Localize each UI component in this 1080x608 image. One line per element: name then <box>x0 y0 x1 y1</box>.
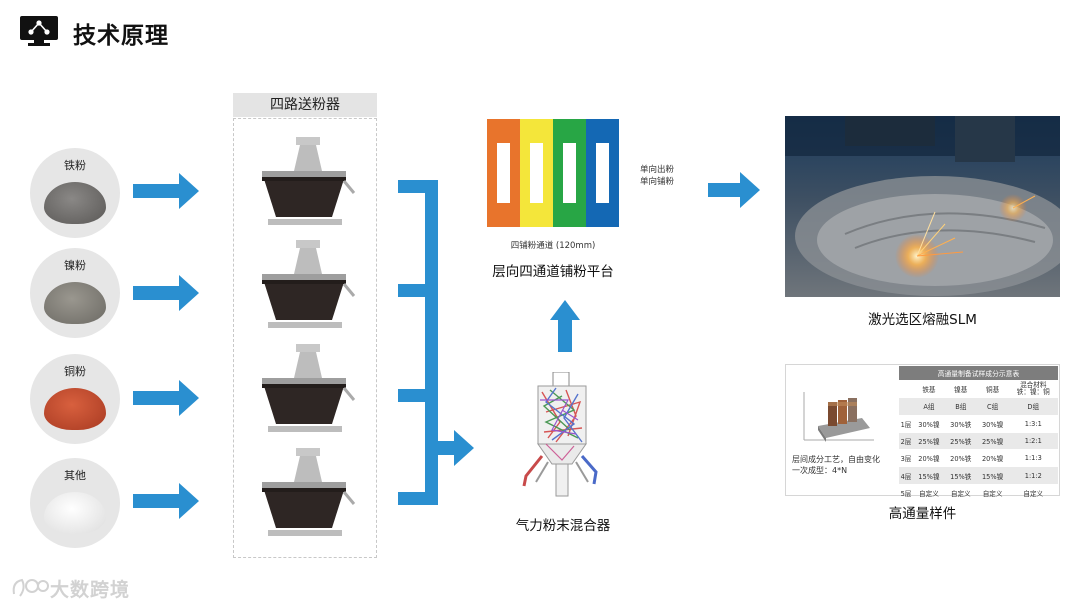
direction-note-line: 单向铺粉 <box>640 177 675 187</box>
table-cell: 自定义 <box>1008 484 1058 503</box>
powder-pile <box>44 182 106 224</box>
table-row: 5层 自定义 自定义 自定义 自定义 <box>899 484 1058 503</box>
table-cell: 自定义 <box>913 484 945 503</box>
table-cell: 2层 <box>899 432 913 451</box>
powder-label: 铁粉 <box>64 159 86 172</box>
watermark-text: 大数跨境 <box>50 579 131 601</box>
table-group-cell: B组 <box>944 397 977 416</box>
table-cell: 15%镍 <box>976 466 1009 485</box>
table-cell: 25%铁 <box>944 432 977 451</box>
table-header-cell: 铜基 <box>976 380 1009 399</box>
table-cell: 1层 <box>899 415 913 433</box>
table-header-cell: 镍基 <box>944 380 977 399</box>
table-cell: 30%铁 <box>944 415 977 433</box>
table-cell: 20%镍 <box>976 449 1009 468</box>
table-group-cell: D组 <box>1008 397 1058 416</box>
table-cell: 1:1:2 <box>1008 466 1058 485</box>
monitor-network-icon <box>20 16 58 46</box>
mixer-label: 气力粉末混合器 <box>515 518 611 534</box>
powder-feeder-hopper <box>262 137 356 225</box>
powder-nickel: 镍粉 <box>30 248 120 338</box>
table-cell: 15%镍 <box>913 466 945 485</box>
arrow-right-icon <box>133 275 199 311</box>
table-group-cell <box>899 397 913 416</box>
sample-photo <box>803 392 874 442</box>
direction-note: 单向出粉 单向铺粉 <box>640 164 674 188</box>
page-title: 技术原理 <box>73 23 169 49</box>
table-cell: 20%铁 <box>944 449 977 468</box>
powder-feeder-hopper <box>262 240 356 328</box>
direction-note-line: 单向出粉 <box>640 165 675 175</box>
table-cell: 5层 <box>899 484 913 503</box>
collector-bracket-arrow <box>398 180 474 505</box>
powder-copper: 铜粉 <box>30 354 120 444</box>
powder-pile <box>44 492 106 534</box>
channel-caption: 四铺粉通道 (120mm) <box>510 241 596 251</box>
pneumatic-mixer-graphic <box>522 372 598 497</box>
table-cell: 15%铁 <box>944 466 977 485</box>
powder-feeder-hopper <box>262 448 356 536</box>
table-cell: 30%镍 <box>976 415 1009 433</box>
composition-table: 高通量制备试样成分示意表 铁基 镍基 铜基 混合材料 铁：镍：铜 A组 B组 C… <box>899 366 1058 503</box>
sample-description: 层间成分工艺，自由变化 一次成型：4*N <box>792 454 898 476</box>
arrow-right-icon <box>133 173 199 209</box>
table-cell: 25%镍 <box>913 432 945 451</box>
slm-label: 激光选区熔融SLM <box>868 312 977 328</box>
sample-label: 高通量样件 <box>888 506 957 522</box>
table-cell: 4层 <box>899 466 913 485</box>
slm-process-photo <box>785 116 1060 297</box>
powder-label: 镍粉 <box>64 259 86 272</box>
table-row: 2层 25%镍 25%铁 25%镍 1:2:1 <box>899 432 1058 451</box>
table-row: 1层 30%镍 30%铁 30%镍 1:3:1 <box>899 415 1058 433</box>
powder-label: 其他 <box>64 469 86 482</box>
platform-label: 层向四通道铺粉平台 <box>492 264 614 280</box>
table-cell: 1:1:3 <box>1008 449 1058 468</box>
table-cell: 3层 <box>899 449 913 468</box>
powder-pile <box>44 388 106 430</box>
arrow-right-icon <box>708 172 760 208</box>
table-cell: 20%镍 <box>913 449 945 468</box>
feeder-title: 四路送粉器 <box>233 93 377 117</box>
table-header-cell: 混合材料 铁：镍：铜 <box>1008 380 1058 399</box>
sample-description-line: 一次成型：4*N <box>792 466 848 475</box>
table-cell: 25%镍 <box>976 432 1009 451</box>
sample-description-line: 层间成分工艺，自由变化 <box>792 455 880 464</box>
arrow-right-icon <box>133 483 199 519</box>
four-channel-platform-graphic <box>487 119 619 227</box>
powder-feeder-hopper <box>262 344 356 432</box>
table-cell: 自定义 <box>976 484 1009 503</box>
table-cell: 1:2:1 <box>1008 432 1058 451</box>
table-row: 3层 20%镍 20%铁 20%镍 1:1:3 <box>899 449 1058 468</box>
powder-pile <box>44 282 106 324</box>
table-header-cell: 铁基 <box>913 380 945 399</box>
powder-label: 铜粉 <box>64 365 86 378</box>
table-cell: 1:3:1 <box>1008 415 1058 433</box>
table-header-cell <box>899 380 913 399</box>
feeder-panel <box>233 118 377 558</box>
table-cell: 30%镍 <box>913 415 945 433</box>
table-cell: 自定义 <box>944 484 977 503</box>
table-row: 4层 15%镍 15%铁 15%镍 1:1:2 <box>899 466 1058 485</box>
powder-other: 其他 <box>30 458 120 548</box>
table-group-cell: C组 <box>976 397 1009 416</box>
table-group-cell: A组 <box>913 397 945 416</box>
table-title: 高通量制备试样成分示意表 <box>899 366 1058 381</box>
arrow-right-icon <box>133 380 199 416</box>
arrow-up-icon <box>550 300 580 352</box>
powder-iron: 铁粉 <box>30 148 120 238</box>
watermark-logo-icon <box>12 578 49 597</box>
